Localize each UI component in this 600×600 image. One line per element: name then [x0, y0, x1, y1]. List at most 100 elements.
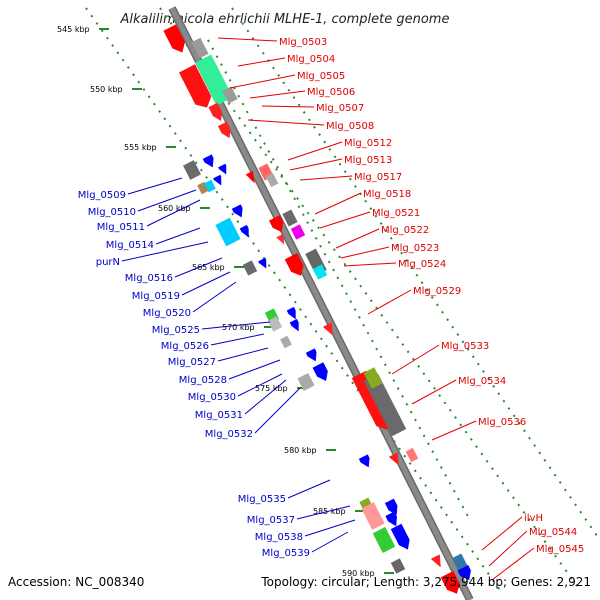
gene-arrow [258, 257, 267, 269]
leader-line-right [299, 175, 353, 181]
leader-line-left [296, 505, 351, 520]
leader-line-left [181, 271, 231, 296]
gene-label-right: Mlg_0529 [413, 286, 461, 297]
leader-line-right [237, 57, 286, 67]
gene-feature [191, 37, 209, 59]
gene-label-right: Mlg_0523 [391, 243, 439, 254]
gene-label-right: Mlg_0507 [316, 103, 364, 114]
leader-line-left [254, 387, 301, 434]
gene-label-left: Mlg_0530 [188, 392, 236, 403]
gene-arrow [384, 498, 398, 516]
gene-block [297, 373, 315, 391]
gene-feature [276, 233, 285, 245]
leader-line-right [335, 228, 380, 249]
gene-feature [322, 322, 333, 336]
gene-arrow [305, 348, 317, 362]
gene-label-right: Mlg_0506 [307, 87, 355, 98]
gene-arrow [440, 571, 460, 594]
gene-label-left: Mlg_0526 [161, 341, 209, 352]
gene-label-left: Mlg_0538 [255, 532, 303, 543]
gene-feature [286, 306, 296, 320]
gene-feature [215, 217, 241, 247]
gene-label-right: Mlg_0521 [372, 208, 420, 219]
kbp-tick-label: 560 kbp [158, 204, 191, 213]
gene-feature [390, 558, 406, 574]
gene-feature [202, 154, 214, 168]
leader-line-right [261, 105, 315, 108]
gene-block [265, 172, 279, 188]
gene-feature [305, 348, 317, 362]
map-title: Alkalilimnicola ehrlichii MLHE-1, comple… [120, 12, 450, 27]
gene-label-left: Mlg_0531 [195, 410, 243, 421]
gene-block [282, 209, 298, 227]
gene-labels: Mlg_0503Mlg_0504Mlg_0505Mlg_0506Mlg_0507… [78, 37, 584, 559]
gene-feature [351, 370, 391, 430]
gene-block [191, 37, 209, 59]
gene-label-left: Mlg_0525 [152, 325, 200, 336]
gene-feature [242, 260, 258, 276]
gene-block [372, 527, 396, 553]
gene-arrow [457, 565, 471, 581]
gene-block [361, 502, 385, 530]
gene-label-left: Mlg_0537 [247, 515, 295, 526]
gene-arrowhead [388, 452, 399, 466]
gene-arrow [202, 154, 214, 168]
gene-label-right: Mlg_0518 [363, 189, 411, 200]
leader-line-right [491, 547, 535, 581]
gene-feature [385, 511, 398, 527]
gene-feature [297, 373, 315, 391]
gene-feature [267, 316, 283, 332]
gene-feature [289, 318, 299, 332]
leader-line-left [244, 379, 287, 415]
gene-feature [280, 335, 292, 349]
gene-feature [258, 257, 267, 269]
kbp-tick-label: 580 kbp [284, 446, 317, 455]
gene-arrow [284, 253, 304, 276]
leader-line-right [391, 344, 440, 375]
gene-label-right: Mlg_0534 [458, 376, 506, 387]
leader-line-right [340, 246, 390, 259]
kbp-tick-label: 590 kbp [342, 569, 375, 578]
leader-line-right [411, 379, 457, 405]
leader-line-right [431, 420, 477, 441]
gene-arrow [286, 306, 296, 320]
gene-arrow [213, 174, 222, 186]
kbp-tick-label: 565 kbp [192, 263, 225, 272]
gene-block [183, 160, 201, 180]
gene-feature [269, 215, 284, 233]
gene-feature [208, 102, 222, 122]
gene-label-right: Mlg_0524 [398, 259, 446, 270]
gene-arrow [208, 102, 222, 122]
kbp-tick-label: 555 kbp [124, 143, 157, 152]
dotted-track [231, 7, 600, 541]
leader-line-left [304, 519, 356, 537]
gene-feature [217, 121, 231, 139]
gene-label-right: Mlg_0533 [441, 341, 489, 352]
leader-line-left [155, 227, 201, 245]
gene-block [267, 316, 283, 332]
gene-feature [457, 565, 471, 581]
kbp-tick-label: 570 kbp [222, 323, 255, 332]
gene-block [363, 373, 407, 437]
gene-label-left: Mlg_0535 [238, 494, 286, 505]
gene-block [290, 224, 306, 240]
gene-feature [312, 362, 328, 382]
gene-feature [231, 204, 243, 218]
gene-feature [405, 447, 419, 463]
gene-feature [183, 160, 201, 180]
label-leader-lines [121, 37, 535, 581]
leader-line-left [287, 479, 331, 499]
gene-feature [218, 163, 227, 175]
gene-label-right: Mlg_0517 [354, 172, 402, 183]
gene-block [204, 179, 216, 193]
leader-line-right [247, 119, 325, 126]
leader-line-left [228, 359, 281, 380]
gene-feature [213, 174, 222, 186]
gene-label-right: Mlg_0545 [536, 544, 584, 555]
gene-arrow [239, 224, 249, 238]
gene-label-left: Mlg_0528 [179, 375, 227, 386]
gene-label-left: Mlg_0511 [97, 222, 145, 233]
gene-feature [384, 498, 398, 516]
leader-line-right [481, 516, 523, 551]
